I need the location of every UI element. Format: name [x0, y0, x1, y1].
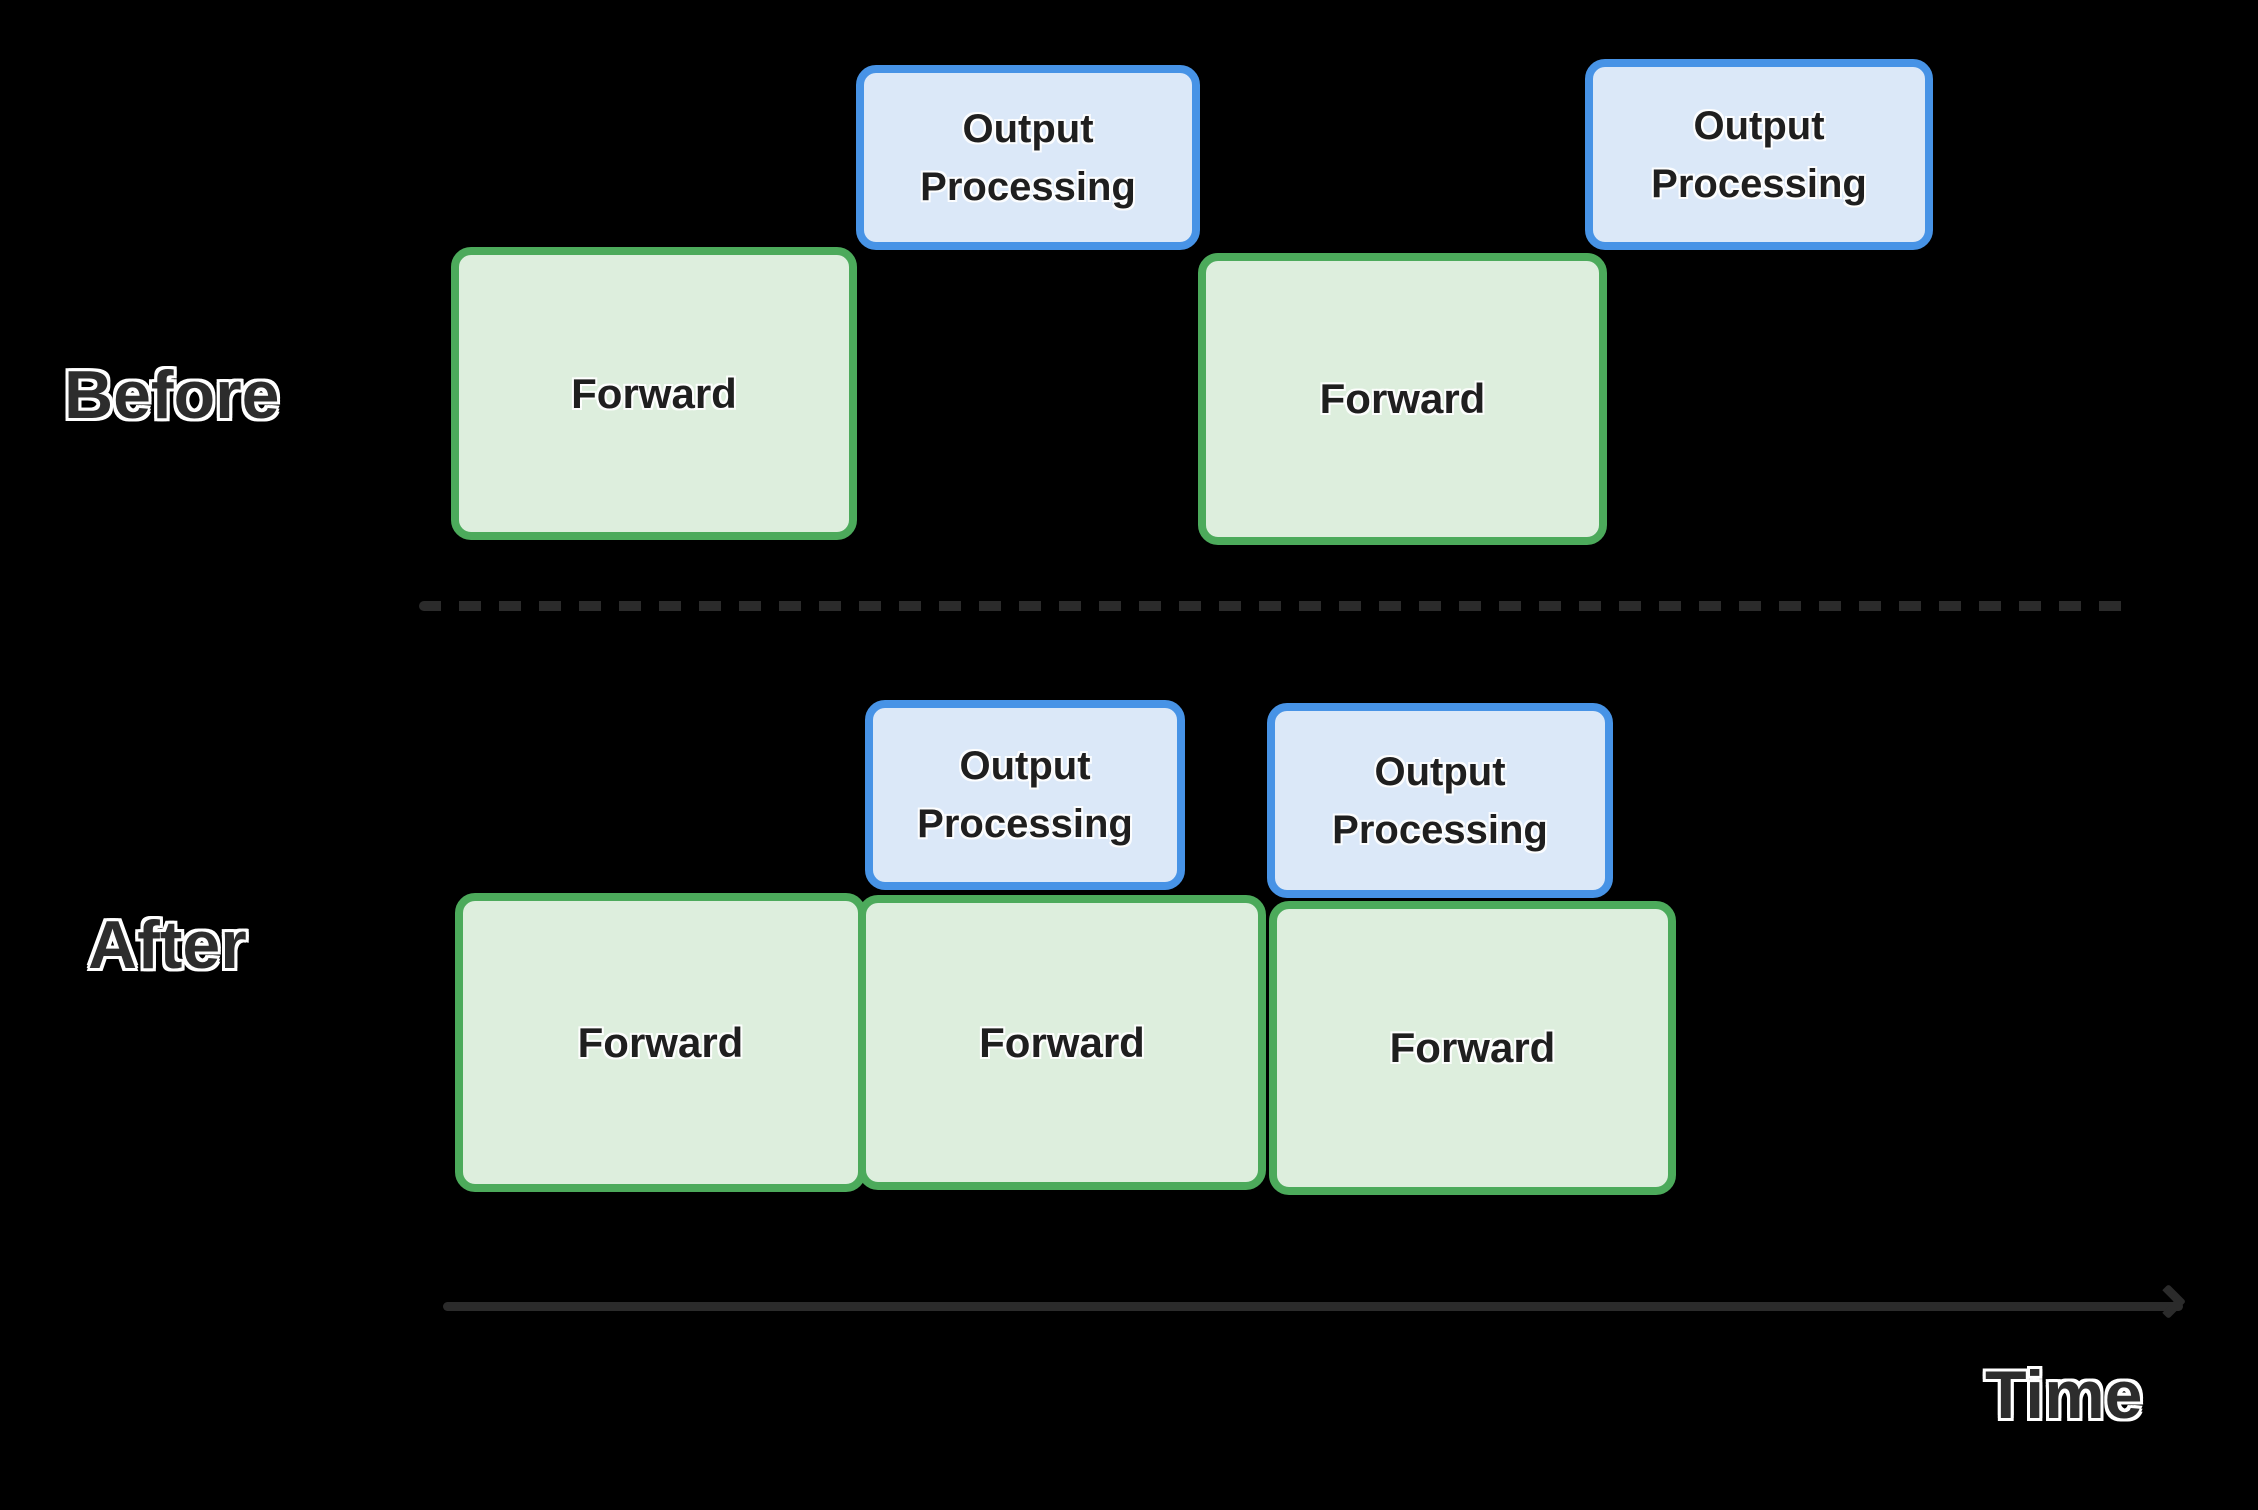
time-axis-line	[443, 1302, 2183, 1311]
before-row-label: Before	[64, 357, 280, 433]
time-axis-label: Time	[1985, 1357, 2143, 1433]
after-forward-block-1: Forward	[455, 893, 866, 1192]
time-axis-arrowhead-icon	[2150, 1283, 2187, 1320]
before-forward-block-1: Forward	[451, 247, 857, 540]
after-forward-block-3: Forward	[1269, 901, 1676, 1195]
after-forward-block-2: Forward	[858, 895, 1266, 1190]
after-row-label: After	[88, 907, 247, 983]
before-output-processing-block-2: Output Processing	[1585, 59, 1933, 250]
section-divider-dashed-line	[419, 601, 2129, 611]
before-output-processing-block-1: Output Processing	[856, 65, 1200, 250]
after-output-processing-block-2: Output Processing	[1267, 703, 1613, 898]
before-forward-block-2: Forward	[1198, 253, 1607, 545]
after-output-processing-block-1: Output Processing	[865, 700, 1185, 890]
